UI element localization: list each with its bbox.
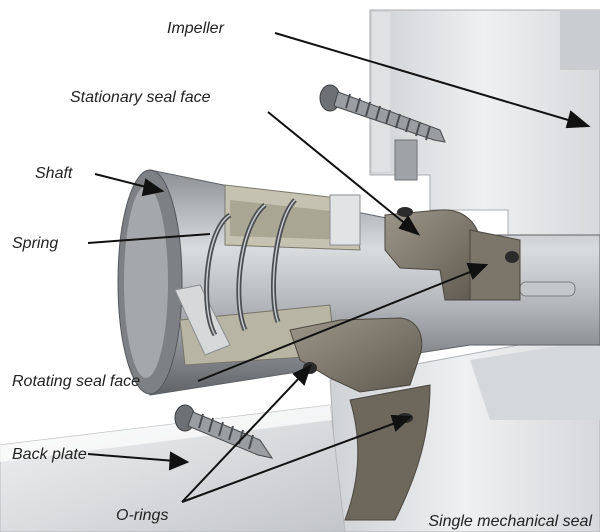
impeller (369, 9, 600, 301)
spring-label: Spring (12, 235, 58, 252)
back-plate-leader (87, 451, 190, 471)
shaft-leader (94, 173, 165, 197)
impeller-label: Impeller (167, 20, 225, 37)
diagram-caption: Single mechanical seal (428, 513, 592, 530)
impeller-leader (274, 32, 591, 129)
leader-lines (87, 32, 591, 503)
o-rings-label: O-rings (116, 507, 168, 524)
spring-leader (87, 233, 211, 244)
shaft-label: Shaft (35, 165, 73, 182)
o-rings-leaders (181, 364, 413, 503)
upper-bolt (319, 84, 446, 143)
rotating-seal-face-leader (197, 262, 489, 382)
stationary-seal-face-leader (267, 111, 421, 236)
stationary-seal-face-label: Stationary seal face (70, 89, 211, 106)
back-plate-label: Back plate (12, 446, 87, 463)
rotating-seal-face-label: Rotating seal face (12, 373, 140, 390)
